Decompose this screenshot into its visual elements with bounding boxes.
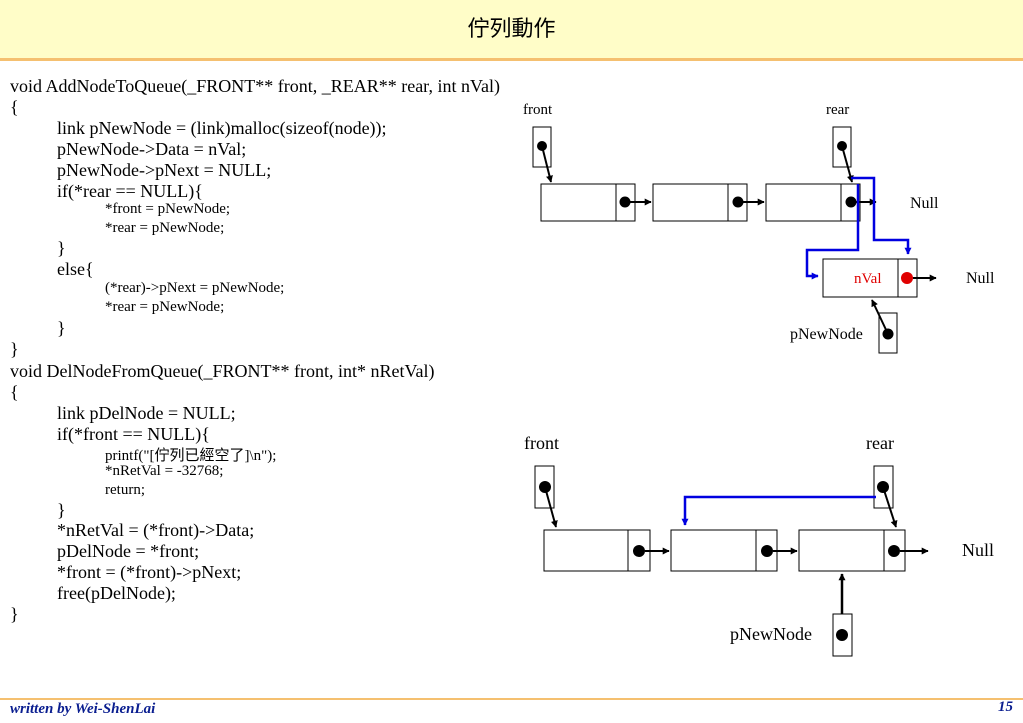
queue-node (540, 183, 652, 222)
pnewnode-label: pNewNode (790, 326, 863, 343)
queue-node (652, 183, 765, 222)
queue-node (670, 529, 798, 572)
queue-node (798, 529, 929, 572)
new-node: nVal (822, 258, 937, 298)
new-value: nVal (854, 271, 882, 287)
code-line: pDelNode = *front; (57, 541, 200, 561)
code-line: *front = pNewNode; (105, 201, 231, 217)
code-line: if(*front == NULL){ (57, 424, 210, 444)
pnewnode-pointer (871, 299, 898, 354)
code-line: else{ (57, 259, 94, 279)
queue-node (765, 183, 877, 222)
rear-pointer (873, 465, 898, 528)
code-line: *front = (*front)->pNext; (57, 562, 242, 582)
queue-node (543, 529, 670, 572)
code-line: return; (105, 482, 145, 498)
pnewnode-label: pNewNode (730, 624, 812, 644)
add-node-diagram: front rear (523, 102, 995, 354)
rear-next-arrow (851, 176, 912, 255)
rear-update-arrow (805, 184, 860, 280)
delete-node-diagram: front rear (524, 433, 994, 657)
author-credit: written by Wei-ShenLai (10, 701, 156, 717)
code-line: pNewNode->Data = nVal; (57, 139, 247, 159)
slide-header (0, 0, 1023, 58)
front-pointer (534, 465, 558, 528)
code-line: pNewNode->pNext = NULL; (57, 160, 272, 180)
code-line: free(pDelNode); (57, 583, 176, 603)
rear-label: rear (826, 102, 849, 118)
code-line: void AddNodeToQueue(_FRONT** front, _REA… (10, 76, 500, 96)
null-label: Null (910, 195, 939, 212)
code-line: printf("[佇列已經空了]\n"); (105, 448, 277, 464)
front-label: front (524, 433, 559, 453)
null-label: Null (966, 270, 995, 287)
rear-pointer (832, 126, 854, 183)
front-advance-arrow (681, 495, 876, 526)
code-line: } (10, 339, 19, 359)
code-line: *rear = pNewNode; (105, 299, 225, 315)
header-rule (0, 58, 1023, 61)
footer-rule (0, 698, 1023, 700)
rear-label: rear (866, 433, 894, 453)
slide-title: 佇列動作 (467, 16, 556, 41)
code-line: void DelNodeFromQueue(_FRONT** front, in… (10, 361, 435, 381)
null-label: Null (962, 540, 994, 560)
code-line: *rear = pNewNode; (105, 220, 225, 236)
code-line: link pDelNode = NULL; (57, 403, 236, 423)
front-label: front (523, 102, 553, 118)
code-line: } (57, 318, 66, 338)
page-number: 15 (998, 699, 1013, 715)
front-pointer (532, 126, 553, 183)
code-line: } (10, 604, 19, 624)
code-line: { (10, 97, 19, 117)
code-line: { (10, 382, 19, 402)
code-line: } (57, 500, 66, 520)
code-line: } (57, 238, 66, 258)
code-line: if(*rear == NULL){ (57, 181, 203, 201)
code-line: (*rear)->pNext = pNewNode; (105, 280, 285, 296)
pnewnode-pointer (832, 573, 853, 657)
code-line: *nRetVal = (*front)->Data; (57, 520, 255, 540)
code-line: link pNewNode = (link)malloc(sizeof(node… (57, 118, 387, 138)
code-line: *nRetVal = -32768; (105, 463, 224, 479)
